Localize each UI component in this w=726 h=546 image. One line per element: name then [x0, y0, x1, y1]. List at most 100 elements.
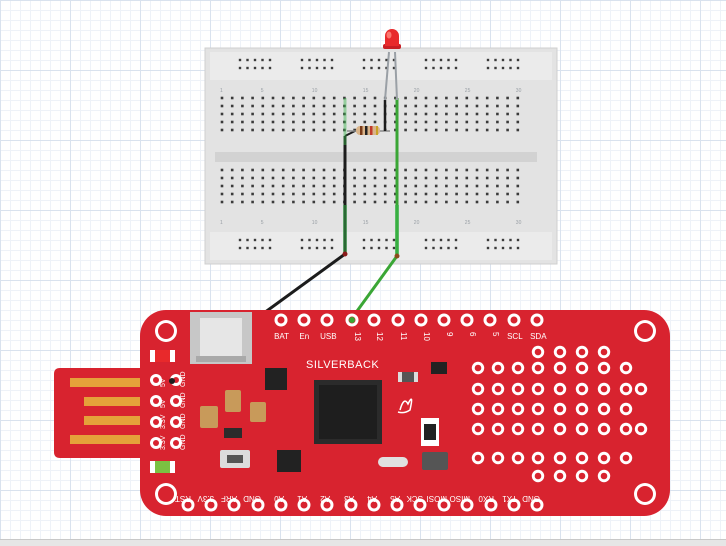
proto-hole — [494, 454, 502, 462]
breadboard-hole — [506, 128, 509, 132]
proto-hole — [494, 425, 502, 433]
breadboard-hole — [394, 176, 397, 180]
rail-hole — [392, 66, 396, 70]
rail-hole — [315, 238, 319, 242]
breadboard-hole — [302, 104, 305, 108]
breadboard-hole — [455, 120, 458, 124]
proto-hole — [578, 348, 586, 356]
breadboard-hole — [424, 120, 428, 124]
breadboard-hole — [455, 112, 458, 116]
proto-hole — [494, 385, 502, 393]
rail-hole — [432, 66, 435, 70]
capacitor-3 — [250, 402, 266, 422]
small-ic — [277, 450, 301, 472]
breadboard-hole — [424, 176, 428, 180]
breadboard-hole — [343, 112, 346, 116]
breadboard-hole — [241, 104, 244, 108]
breadboard-hole — [445, 96, 448, 100]
breadboard-hole — [424, 192, 428, 196]
side-pin-label: GND — [180, 392, 187, 408]
breadboard-hole — [465, 128, 469, 132]
breadboard-hole — [394, 200, 397, 204]
breadboard-hole — [312, 120, 316, 124]
breadboard-hole — [281, 192, 285, 196]
top-pin-hole — [417, 316, 425, 324]
breadboard-hole — [322, 184, 326, 188]
rail-hole — [385, 238, 388, 242]
breadboard-hole — [445, 168, 448, 172]
breadboard-hole — [424, 200, 428, 204]
breadboard-hole — [506, 96, 509, 100]
breadboard-hole — [302, 176, 305, 180]
breadboard-hole — [414, 104, 418, 108]
breadboard-hole — [332, 104, 336, 108]
breadboard-hole — [230, 192, 234, 196]
breadboard-hole — [363, 120, 367, 124]
top-pin-label: 5 — [491, 332, 500, 337]
breadboard-hole — [475, 176, 479, 180]
rail-hole — [268, 58, 272, 62]
rail-hole — [370, 58, 373, 62]
breadboard-hole — [516, 112, 520, 116]
breadboard-hole — [506, 120, 509, 124]
breadboard-hole — [261, 128, 265, 132]
breadboard-hole — [230, 104, 234, 108]
proto-hole — [556, 454, 564, 462]
green-wire-to-pin13[interactable] — [350, 255, 399, 319]
breadboard-hole — [414, 200, 418, 204]
breadboard-hole — [516, 96, 520, 100]
breadboard-hole — [434, 112, 438, 116]
breadboard-hole — [373, 96, 377, 100]
breadboard-hole — [373, 168, 377, 172]
top-pin-label: SCL — [507, 332, 523, 341]
breadboard-hole — [261, 120, 265, 124]
breadboard-hole — [353, 96, 356, 100]
breadboard-hole — [373, 184, 377, 188]
bottom-pin-label: GND — [243, 494, 261, 503]
breadboard-hole — [404, 184, 407, 188]
rail-hole — [315, 58, 319, 62]
capacitor-1 — [200, 406, 218, 428]
top-pin-hole — [394, 316, 402, 324]
breadboard-hole — [241, 128, 244, 132]
rail-hole — [439, 58, 443, 62]
breadboard-hole — [383, 192, 387, 196]
breadboard-hole — [496, 120, 499, 124]
rail-hole — [424, 66, 428, 70]
breadboard-hole — [445, 200, 448, 204]
rail-hole — [494, 238, 497, 242]
proto-hole — [622, 425, 630, 433]
breadboard-hole — [241, 176, 244, 180]
rail-hole — [516, 238, 520, 242]
bottom-pin-label: RST — [175, 494, 191, 503]
bottom-pin-hole — [254, 501, 262, 509]
proto-hole — [474, 405, 482, 413]
breadboard-hole — [292, 200, 295, 204]
rail-hole — [308, 238, 311, 242]
red-led[interactable] — [383, 29, 401, 101]
breadboard-hole — [445, 128, 448, 132]
column-number-top: 20 — [414, 88, 420, 94]
rail-hole — [362, 246, 366, 250]
bottom-pin-label: A1 — [297, 494, 307, 503]
resistor[interactable] — [347, 126, 390, 135]
side-pin-label: GND — [180, 413, 187, 429]
rail-hole — [392, 246, 396, 250]
breadboard-hole — [485, 104, 489, 108]
breadboard-hole — [251, 104, 254, 108]
breadboard-hole — [506, 112, 509, 116]
rail-hole — [501, 66, 505, 70]
breadboard-hole — [373, 104, 377, 108]
breadboard-hole — [332, 128, 336, 132]
breadboard-hole — [292, 112, 295, 116]
rail-hole — [246, 238, 249, 242]
breadboard-hole — [516, 104, 520, 108]
proto-hole — [474, 454, 482, 462]
breadboard-hole — [271, 128, 275, 132]
side-pin-label: 5V — [160, 399, 167, 408]
column-number-bottom: 15 — [363, 220, 369, 226]
top-pin-hole — [323, 316, 331, 324]
breadboard-hole — [271, 184, 275, 188]
